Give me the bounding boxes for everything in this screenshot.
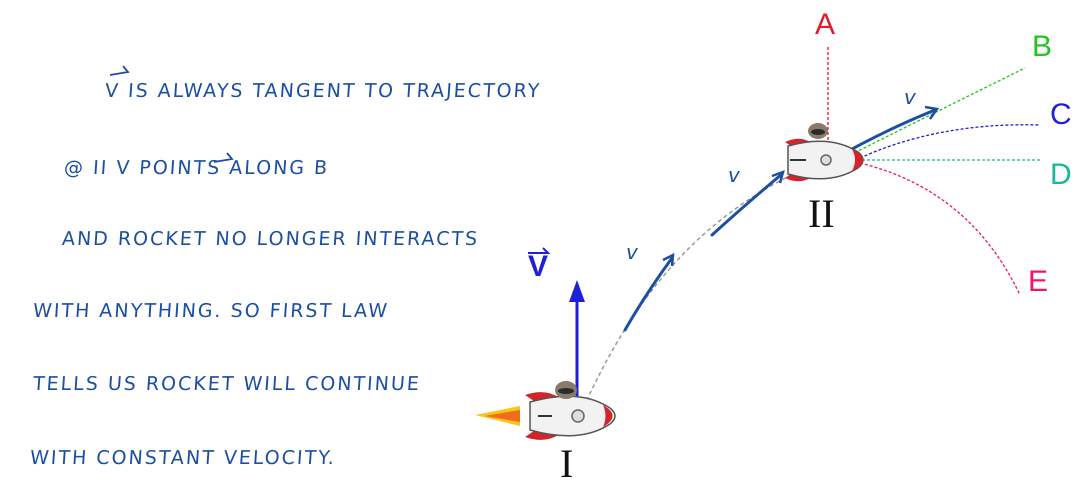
velocity-arrowhead — [569, 280, 585, 302]
big-v-arrow — [528, 247, 551, 254]
path-e-label: E — [1028, 265, 1049, 298]
tangent-label-3: v — [904, 85, 916, 109]
point-ii-label: II — [808, 191, 835, 236]
note-line-6: WITH CONSTANT VELOCITY. — [29, 447, 337, 469]
note-line-1: V IS ALWAYS TANGENT TO TRAJECTORY — [104, 80, 542, 102]
tangent-stroke-2 — [710, 172, 784, 237]
path-b-line — [849, 67, 1026, 156]
note-v-arrow-1 — [109, 65, 130, 76]
tangent-label-1: v — [626, 240, 638, 264]
tangent-label-2: v — [728, 163, 740, 187]
path-c-label: C — [1050, 98, 1072, 131]
note-line-3: AND ROCKET NO LONGER INTERACTS — [61, 228, 480, 250]
trajectory-path — [577, 159, 826, 421]
note-line-2: @ II V POINTS ALONG B — [63, 157, 330, 179]
path-d-label: D — [1050, 158, 1072, 191]
path-c-line — [859, 124, 1041, 159]
tangent-stroke-1 — [623, 256, 674, 332]
tangent-stroke-3-head — [924, 105, 940, 120]
note-v-arrow-2 — [213, 152, 234, 163]
note-line-5: TELLS US ROCKET WILL CONTINUE — [32, 373, 422, 395]
tangent-stroke-2-head — [771, 170, 785, 184]
path-e-line — [859, 162, 1021, 296]
path-a-label: A — [815, 8, 836, 41]
rocket-i-icon — [475, 381, 616, 440]
velocity-label: V — [528, 250, 549, 283]
tangent-stroke-1-head — [662, 252, 675, 267]
point-i-label: I — [560, 441, 574, 486]
rocket-ii-icon — [785, 123, 864, 182]
note-line-4: WITH ANYTHING. SO FIRST LAW — [32, 300, 390, 322]
path-b-label: B — [1032, 30, 1053, 63]
